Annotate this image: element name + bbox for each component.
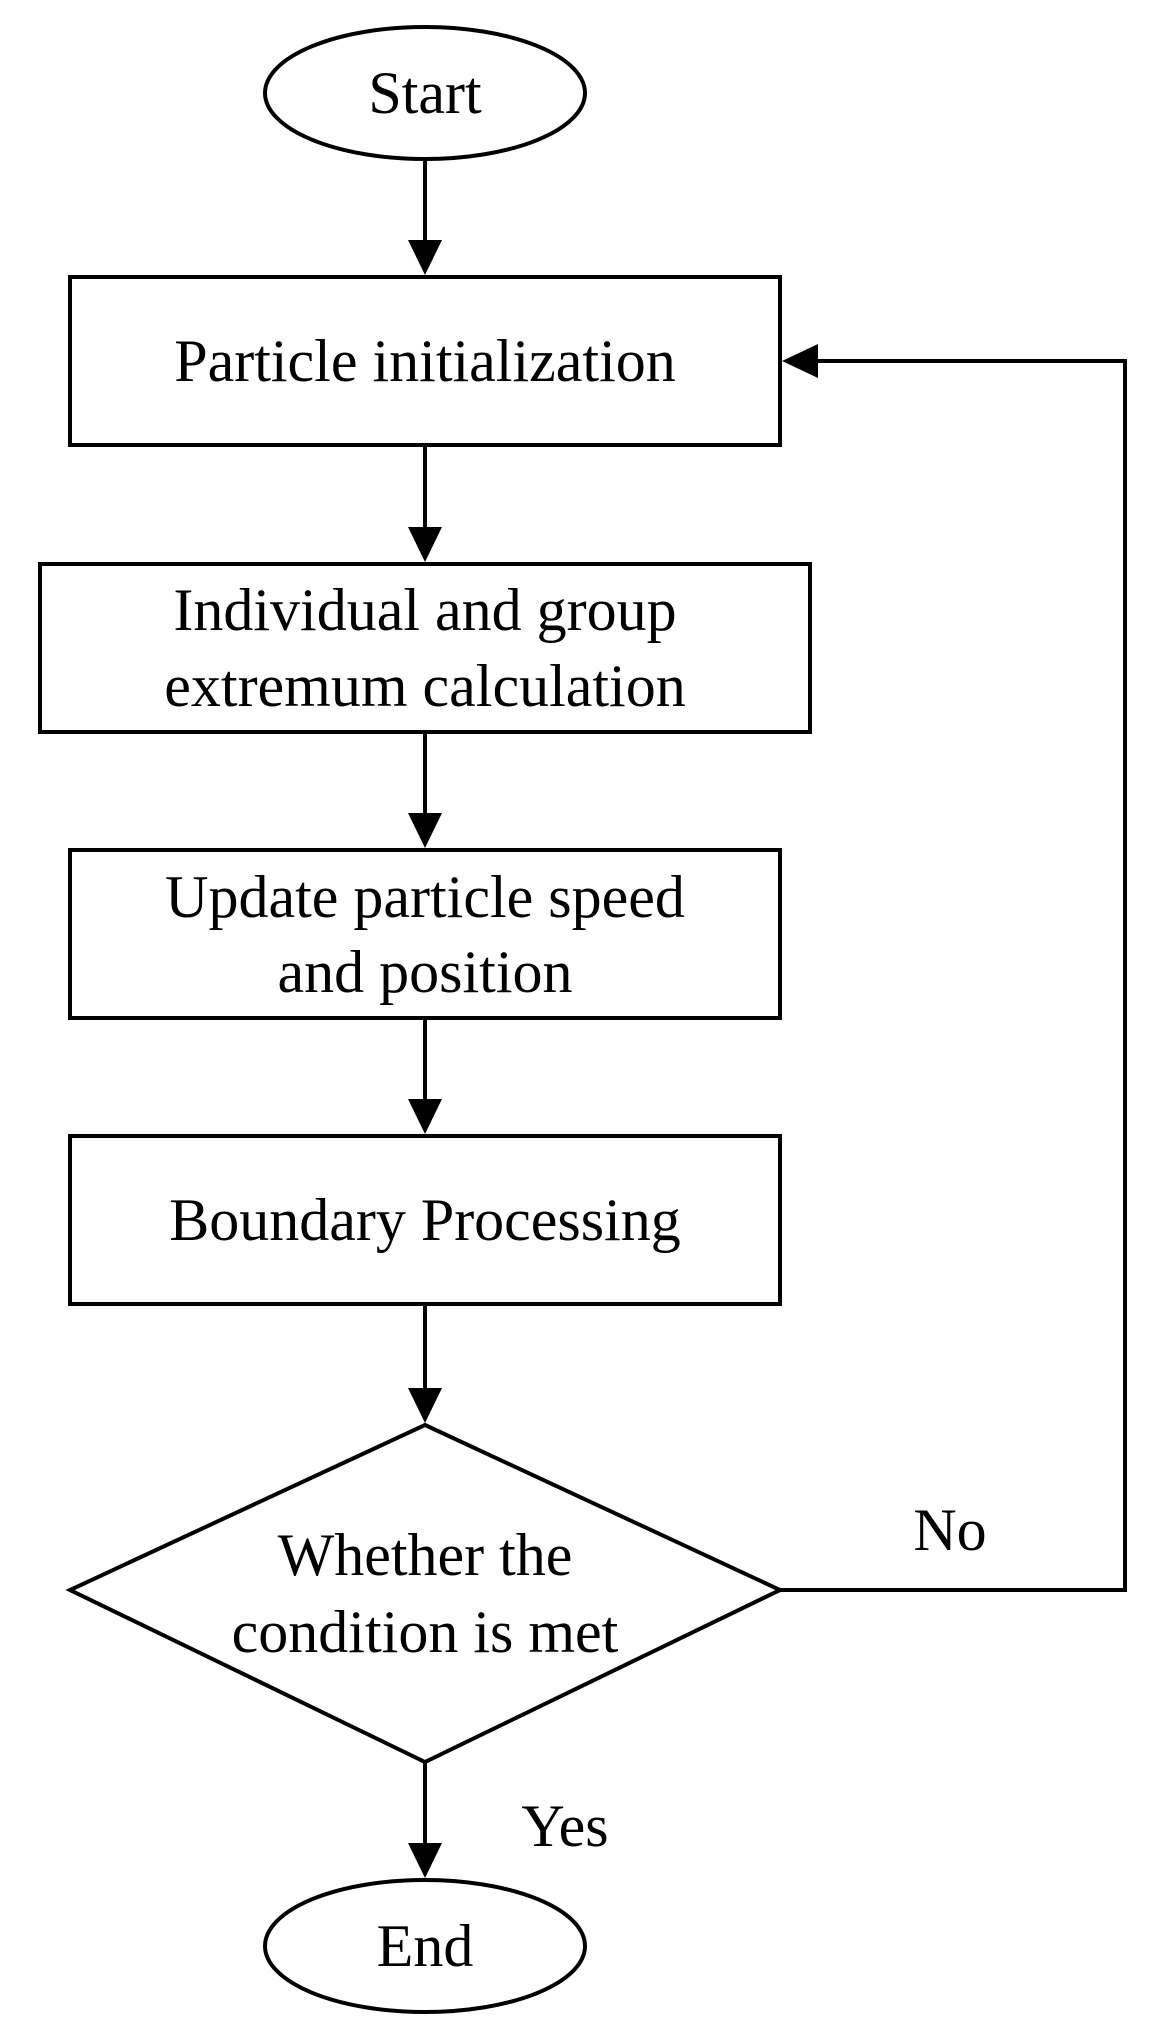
arrow-yes-to-end bbox=[408, 1762, 442, 1878]
boundary-processing-node: Boundary Processing bbox=[68, 1134, 782, 1306]
update-particle-node: Update particle speed and position bbox=[68, 848, 782, 1020]
particle-initialization-node: Particle initialization bbox=[68, 275, 782, 447]
extremum-calculation-node: Individual and group extremum calculatio… bbox=[38, 562, 812, 734]
boundary-processing-label: Boundary Processing bbox=[169, 1187, 681, 1253]
start-node: Start bbox=[263, 25, 587, 161]
decision-label-line-1: Whether the bbox=[278, 1522, 573, 1588]
update-label-line-1: Update particle speed bbox=[165, 864, 685, 930]
end-label: End bbox=[377, 1913, 474, 1979]
particle-initialization-label: Particle initialization bbox=[174, 328, 676, 394]
end-node: End bbox=[263, 1878, 587, 2014]
arrow-init-to-extremum bbox=[408, 445, 442, 562]
extremum-label-line-1: Individual and group bbox=[173, 577, 676, 643]
yes-edge-label: Yes bbox=[521, 1793, 608, 1859]
decision-node: Whether the condition is met bbox=[65, 1422, 785, 1765]
arrow-update-to-boundary bbox=[408, 1018, 442, 1134]
start-label: Start bbox=[368, 60, 482, 126]
arrow-no-loop bbox=[780, 344, 1127, 1592]
update-label-line-2: and position bbox=[278, 939, 573, 1005]
arrow-boundary-to-decision bbox=[408, 1304, 442, 1423]
extremum-label-line-2: extremum calculation bbox=[164, 653, 685, 719]
arrow-start-to-init bbox=[408, 159, 442, 275]
no-edge-label: No bbox=[913, 1497, 986, 1563]
arrow-extremum-to-update bbox=[408, 732, 442, 848]
decision-label-line-2: condition is met bbox=[232, 1599, 619, 1665]
